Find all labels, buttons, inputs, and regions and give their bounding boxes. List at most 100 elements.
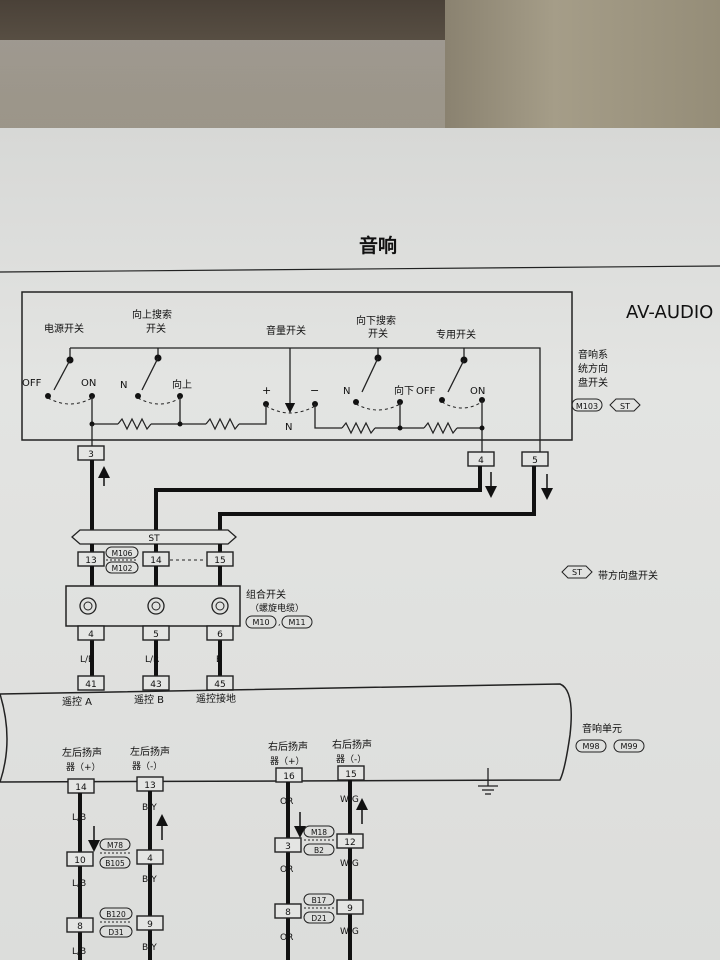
connector-st-tag xyxy=(609,398,641,412)
resistor-1 xyxy=(117,417,152,431)
section-title: AV-AUDIO xyxy=(626,302,713,323)
remote-ground-label: 遥控接地 xyxy=(196,692,236,705)
spiral-coil-3-inner xyxy=(215,601,225,611)
mode-on-label: ON xyxy=(470,386,485,397)
connector-m102: M102 xyxy=(112,564,133,573)
connector-st: ST xyxy=(620,402,630,411)
connector-b2-tag xyxy=(303,843,335,856)
connector-b105-tag xyxy=(99,856,131,869)
background-shelf xyxy=(0,40,445,130)
pin-c4-box xyxy=(77,625,105,641)
pin-43-box xyxy=(142,675,170,691)
mode-off-contact xyxy=(439,397,445,403)
seek-down-dash xyxy=(355,403,401,411)
connector-b120: B120 xyxy=(106,910,126,919)
connector-m10: M10 xyxy=(252,618,269,627)
power-switch-blade xyxy=(53,359,71,391)
pin-s15: 15 xyxy=(345,770,356,780)
pin-b8: 8 xyxy=(77,922,83,932)
seek-down-label-1: 向下搜索 xyxy=(356,314,396,327)
pin-s14: 14 xyxy=(75,783,87,793)
resistor-2 xyxy=(205,417,240,431)
connector-m99: M99 xyxy=(620,742,637,751)
st-legend-tag xyxy=(561,565,593,579)
remote-a-label: 遥控 A xyxy=(62,695,92,708)
wire-pin4-route xyxy=(154,466,482,530)
connector-b17: B17 xyxy=(312,896,327,905)
resistor-3 xyxy=(341,421,376,435)
spiral-coil-3 xyxy=(211,597,229,615)
seek-up-label-1: 向上搜索 xyxy=(132,308,172,321)
pin-3: 3 xyxy=(88,450,94,460)
connector-separator: , xyxy=(278,618,281,627)
connector-m78-tag xyxy=(99,838,131,851)
pin-s16: 16 xyxy=(283,772,295,782)
ladder-wire-5 xyxy=(314,404,342,429)
pin-a10: 10 xyxy=(74,856,86,866)
connector-d31-tag xyxy=(99,925,133,938)
seek-up-blade xyxy=(141,357,159,391)
pin-a12-box xyxy=(336,833,364,849)
spiral-coil-1 xyxy=(79,597,97,615)
seek-down-blade xyxy=(361,357,379,393)
mode-switch-label: 专用开关 xyxy=(436,328,476,341)
ladder-wire-6 xyxy=(375,402,401,429)
lr-plus-label-1: 左后扬声 xyxy=(62,746,102,759)
pin-a3: 3 xyxy=(285,842,291,852)
pin-b9-box xyxy=(136,915,164,931)
spiral-coil-2-inner xyxy=(151,601,161,611)
seek-down-n-contact xyxy=(353,399,359,405)
power-switch-off-contact xyxy=(45,393,51,399)
pin-a3-box xyxy=(274,837,302,853)
seek-up-dash xyxy=(137,397,181,405)
spiral-coil-2 xyxy=(147,597,165,615)
pin-c6: 6 xyxy=(217,630,223,640)
connector-d31: D31 xyxy=(108,928,124,937)
pin-b9: 9 xyxy=(147,920,153,930)
wire-color-or-1: OR xyxy=(280,797,293,807)
ladder-node-3 xyxy=(397,425,403,431)
connector-m11: M11 xyxy=(288,618,305,627)
connector-m98: M98 xyxy=(582,742,599,751)
st-legend-tag-text: ST xyxy=(572,568,582,577)
wire-color-by-1: B/Y xyxy=(142,803,157,813)
wire-color-lb-2: L/B xyxy=(72,813,86,823)
connector-m103: M103 xyxy=(576,402,598,411)
ladder-node-4 xyxy=(479,425,485,431)
seek-up-label-2: 开关 xyxy=(146,322,166,335)
pin-41-box xyxy=(77,675,105,691)
mode-off-label: OFF xyxy=(416,386,436,397)
wire-color-wg-2: W/G xyxy=(340,859,359,869)
volume-switch-label: 音量开关 xyxy=(266,324,306,337)
ladder-wire-2 xyxy=(151,396,181,425)
wire-color-or-3: OR xyxy=(280,933,293,943)
connector-m106: M106 xyxy=(112,549,133,558)
wire-color-lb: L/B xyxy=(80,655,94,665)
title-rule xyxy=(0,265,720,273)
ladder-wire-left xyxy=(91,396,118,425)
wire-pin5-route xyxy=(218,466,536,530)
steering-switch-label-3: 盘开关 xyxy=(578,376,608,389)
pin-4: 4 xyxy=(478,456,484,466)
audio-unit-label: 音响单元 xyxy=(582,722,622,735)
pin-43: 43 xyxy=(150,680,161,690)
steering-switch-label-1: 音响系 xyxy=(578,348,608,361)
rr-minus-label-1: 右后扬声 xyxy=(332,738,372,751)
st-legend-text: 带方向盘开关 xyxy=(598,569,658,582)
mode-dash xyxy=(441,401,483,409)
pin-b9r: 9 xyxy=(347,904,353,914)
connector-m78: M78 xyxy=(107,841,123,850)
connector-b120-tag xyxy=(99,907,133,920)
rr-plus-label-2: 器（+） xyxy=(270,756,305,767)
seek-up-n-label: N xyxy=(120,380,127,391)
connector-m102-tag xyxy=(105,561,139,574)
connector-m103-tag xyxy=(571,398,603,412)
volume-plus-label: + xyxy=(262,384,271,397)
st-bar-label: ST xyxy=(148,534,160,544)
wire-color-wg-3: W/G xyxy=(340,927,359,937)
volume-n-label: N xyxy=(285,422,292,433)
wire-color-by-3: B/Y xyxy=(142,943,157,953)
combo-switch-label-1: 组合开关 xyxy=(246,588,286,601)
pin-b9r-box xyxy=(336,899,364,915)
